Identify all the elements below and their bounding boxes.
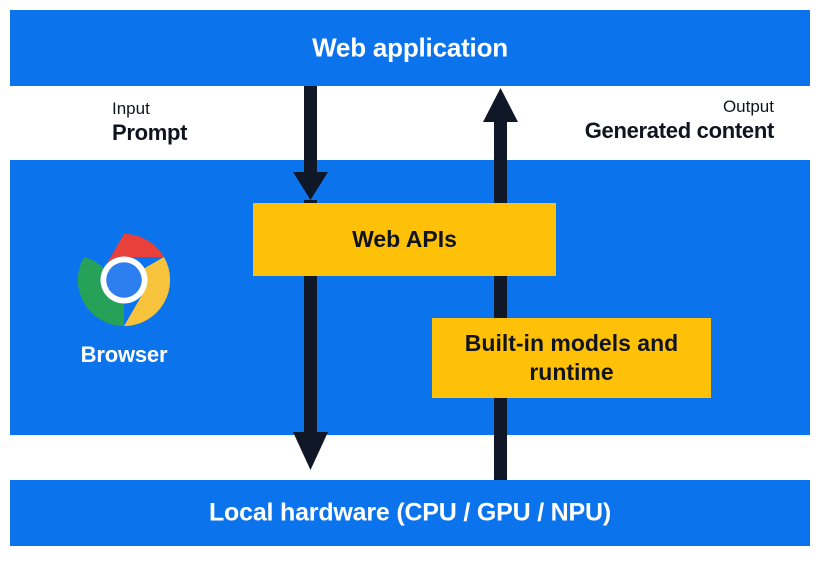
annotation-output: Output Generated content — [584, 96, 775, 145]
annotation-input: Input Prompt — [112, 98, 188, 147]
chrome-logo-icon — [77, 233, 171, 327]
browser-label: Browser — [80, 342, 168, 367]
browser-group: Browser — [68, 232, 180, 368]
band-local-hardware: Local hardware (CPU / GPU / NPU) — [10, 480, 810, 546]
band-web-application-label: Web application — [312, 32, 508, 63]
annotation-output-value: Generated content — [584, 118, 775, 144]
box-built-in-models[interactable]: Built-in models and runtime — [432, 318, 711, 398]
band-web-application: Web application — [10, 10, 810, 86]
box-web-apis-label: Web APIs — [352, 226, 457, 253]
annotation-input-value: Prompt — [112, 120, 188, 146]
box-built-in-models-label: Built-in models and runtime — [464, 330, 679, 385]
band-local-hardware-label: Local hardware (CPU / GPU / NPU) — [208, 498, 611, 527]
annotation-input-kicker: Input — [112, 99, 150, 118]
box-web-apis[interactable]: Web APIs — [253, 203, 556, 276]
annotation-output-kicker: Output — [722, 97, 774, 116]
